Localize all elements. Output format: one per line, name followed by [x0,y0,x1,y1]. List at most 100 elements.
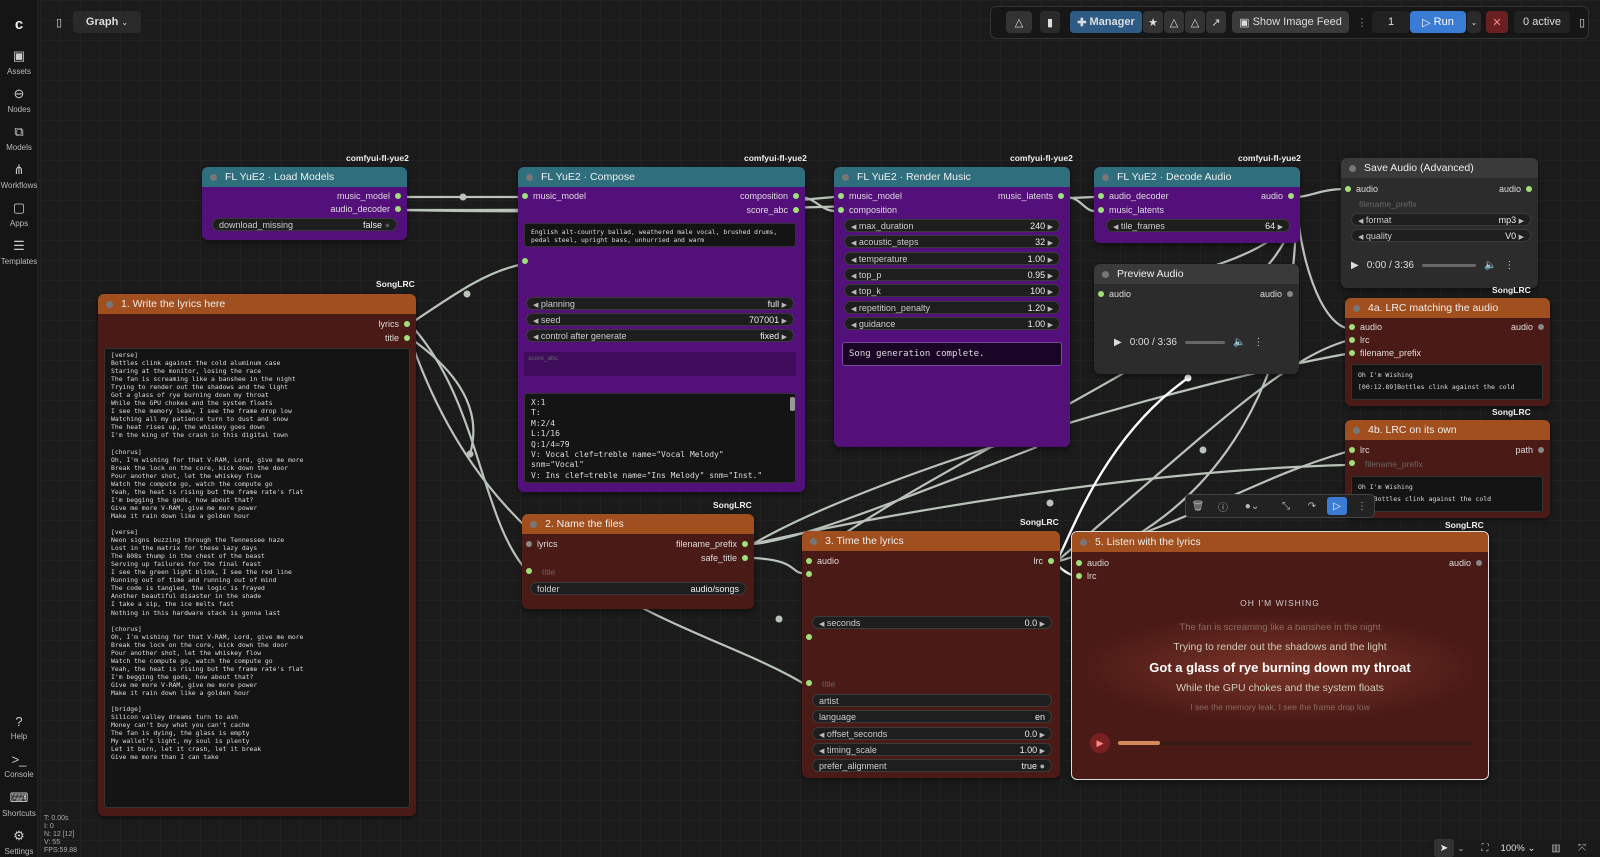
node-header[interactable]: 4a. LRC matching the audio [1345,298,1550,318]
input-lrc[interactable]: lrc [1076,571,1097,581]
audio-player[interactable]: ▶ 0:00 / 3:36 🔈 ⋮ [1114,336,1264,348]
output-score-abc[interactable]: score_abc [746,205,799,215]
audio-player[interactable]: ▶ 0:00 / 3:36 🔈 ⋮ [1351,259,1515,271]
node-lrc-matching[interactable]: 4a. LRC matching the audio audio lrc fil… [1345,298,1550,406]
pointer-select-icon[interactable]: ➤ [1434,839,1454,857]
input-lrc[interactable]: lrc [1349,335,1370,345]
sidebar-item-shortcuts[interactable]: ⌨Shortcuts [0,790,38,818]
output-audio[interactable]: audio [1261,191,1294,201]
node-header[interactable]: 4b. LRC on its own [1345,420,1550,440]
node-render-music[interactable]: FL YuE2 · Render Music music_model compo… [834,167,1070,447]
collapse-dot-icon[interactable] [530,520,537,528]
link-visibility-icon[interactable]: ⤧ [1578,842,1586,854]
bypass-icon[interactable]: ↷ [1307,500,1317,512]
panel-toggle-icon[interactable]: ▯ [55,16,63,29]
node-header[interactable]: FL YuE2 · Render Music [834,167,1070,187]
input-lrc[interactable]: lrc [1349,445,1370,455]
output-title[interactable]: title [385,333,410,343]
bookmark-icon[interactable]: ▮ [1040,11,1060,33]
model-icon[interactable]: △ [1164,11,1184,33]
info-icon[interactable]: ⓘ [1218,502,1228,514]
output-music-latents[interactable]: music_latents [998,191,1064,201]
node-write-lyrics[interactable]: 1. Write the lyrics here lyrics title [v… [98,294,416,816]
node-header[interactable]: 3. Time the lyrics [802,531,1060,551]
delete-icon[interactable]: 🗑 [1191,500,1205,512]
node-header[interactable]: FL YuE2 · Decode Audio [1094,167,1300,187]
sidebar-item-models[interactable]: ⧉Models [0,124,38,152]
node-preview-audio[interactable]: Preview Audio audio audio ▶ 0:00 / 3:36 … [1094,264,1299,374]
more-options-icon[interactable]: ⋮ [1504,259,1515,271]
comfy-logo-icon[interactable]: △ [1006,11,1032,33]
lyrics-textarea[interactable]: [verse] Bottles clink against the cold a… [104,348,410,808]
input-filename-prefix[interactable]: filename_prefix [1349,348,1421,358]
input-filename-prefix-port[interactable] [1349,460,1355,466]
collapse-dot-icon[interactable] [1353,426,1360,434]
color-picker-icon[interactable]: ●⌄ [1244,500,1260,512]
collapse-dot-icon[interactable] [842,173,849,181]
volume-icon[interactable]: 🔈 [1483,259,1497,271]
title-input[interactable]: title [542,567,556,577]
graph-tab[interactable]: Graph ⌄ [73,11,141,33]
node-header[interactable]: Preview Audio [1094,264,1299,284]
sidebar-item-settings[interactable]: ⚙Settings [0,828,38,856]
collapse-dot-icon[interactable] [210,173,217,181]
output-audio[interactable]: audio [1499,184,1532,194]
output-safe-title[interactable]: safe_title [701,553,748,563]
drag-handle-icon[interactable]: ⋮ [1356,16,1368,29]
audio-seek-bar[interactable] [1421,263,1476,267]
input-music-model[interactable]: music_model [522,191,586,201]
sidebar-item-help[interactable]: ?Help [0,714,38,741]
sidebar-item-workflows[interactable]: ⋔Workflows [0,162,38,190]
input-lyrics-port[interactable] [522,258,528,264]
node-listen-lyrics[interactable]: 5. Listen with the lyrics audio lrc audi… [1071,531,1489,780]
active-queue-button[interactable]: 0 active [1514,11,1570,33]
execute-selected-icon[interactable]: ▷ [1327,497,1347,515]
prompt-textarea[interactable]: English alt-country ballad, weathered ma… [524,223,796,247]
collapse-dot-icon[interactable] [1353,304,1360,312]
play-button[interactable]: ▶ [1090,733,1110,753]
sidebar-item-console[interactable]: >_Console [0,752,38,779]
filename-prefix-input[interactable]: filename_prefix [1359,199,1417,209]
input-music-latents[interactable]: music_latents [1098,205,1164,215]
input-port-3[interactable] [806,634,812,640]
input-audio[interactable]: audio [1345,184,1378,194]
star-icon[interactable]: ★ [1143,11,1163,33]
node-lrc-own[interactable]: 4b. LRC on its own lrc path filename_pre… [1345,420,1550,518]
model-alt-icon[interactable]: △ [1185,11,1205,33]
output-music-model[interactable]: music_model [337,191,401,201]
collapse-dot-icon[interactable] [526,173,533,181]
artist-input[interactable]: artist [812,694,1052,707]
input-audio-decoder[interactable]: audio_decoder [1098,191,1169,201]
output-audio[interactable]: audio [1260,289,1293,299]
input-composition[interactable]: composition [838,205,897,215]
input-port-2[interactable] [806,571,812,577]
input-lyrics[interactable]: lyrics [526,539,558,549]
input-audio[interactable]: audio [1076,558,1109,568]
side-panel-icon[interactable]: ▯ [1578,16,1586,29]
more-options-icon[interactable]: ⋮ [1357,500,1367,512]
input-audio[interactable]: audio [1098,289,1131,299]
node-header[interactable]: FL YuE2 · Load Models [202,167,407,187]
node-save-audio[interactable]: Save Audio (Advanced) audio audio filena… [1341,158,1538,288]
collapse-dot-icon[interactable] [106,300,113,308]
sidebar-item-apps[interactable]: ▢Apps [0,200,38,228]
output-audio[interactable]: audio [1449,558,1482,568]
queue-count-stepper[interactable]: 1 [1372,11,1410,33]
collapse-dot-icon[interactable] [1080,538,1087,546]
output-lyrics[interactable]: lyrics [378,319,410,329]
manager-button[interactable]: ✚ Manager [1070,11,1142,33]
filename-prefix-input[interactable]: filename_prefix [1365,459,1423,469]
